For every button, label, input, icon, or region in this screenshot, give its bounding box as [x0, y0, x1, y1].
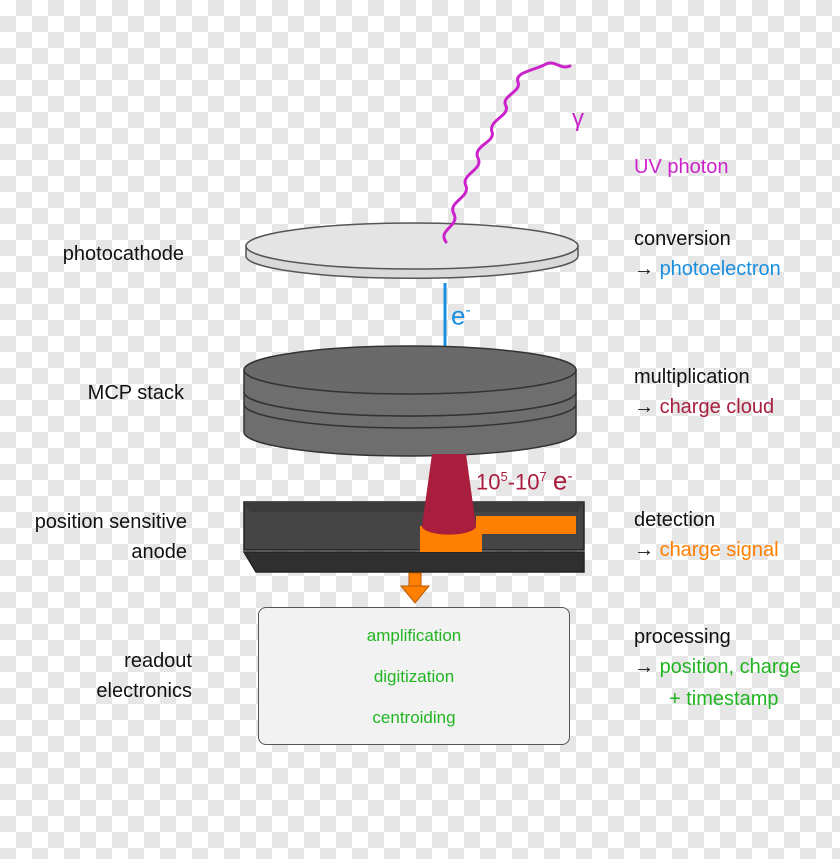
label-anode-line1: position sensitive: [34, 511, 187, 533]
label-processing-result-line2: + timestamp: [669, 688, 779, 710]
electron-symbol: e-: [451, 296, 471, 331]
label-conversion-result: → photoelectron: [634, 254, 781, 284]
arrow-icon: →: [634, 258, 654, 280]
mcp-stack: [243, 345, 577, 457]
step-amplification: amplification: [366, 626, 462, 645]
factor-unit-sup: -: [567, 468, 573, 485]
label-multiplication: multiplication: [634, 366, 750, 388]
factor-unit: e: [552, 465, 568, 496]
anode-slab: [242, 501, 585, 573]
label-processing-result-line1: → position, charge: [634, 652, 801, 682]
photocathode-disc: [245, 222, 579, 280]
label-multiplication-result: → charge cloud: [634, 392, 774, 422]
label-readout-line2: electronics: [96, 680, 192, 702]
label-processing: processing: [634, 626, 731, 648]
arrow-icon: →: [634, 539, 654, 561]
factor-exp2: 7: [539, 469, 547, 484]
arrow-icon: →: [634, 396, 654, 418]
label-photocathode: photocathode: [62, 243, 184, 265]
photon-wave: [442, 61, 572, 244]
detection-result-text: charge signal: [659, 539, 779, 561]
electron-symbol-sup: -: [465, 302, 471, 319]
readout-electronics-box: amplification digitization centroiding: [258, 607, 570, 745]
conversion-result-text: photoelectron: [659, 258, 781, 280]
charge-cloud-cone: [422, 454, 476, 535]
label-readout-line1: readout: [124, 650, 192, 672]
electron-symbol-base: e: [451, 300, 466, 331]
step-centroiding: centroiding: [372, 708, 456, 727]
label-anode-line2: anode: [131, 541, 187, 563]
arrow-icon: →: [634, 656, 654, 678]
factor-exp1: 5: [500, 469, 508, 484]
gamma-symbol: γ: [572, 105, 584, 132]
label-conversion: conversion: [634, 228, 731, 250]
processing-result-text: position, charge: [659, 656, 801, 678]
factor-base: 10: [476, 469, 501, 495]
multiplication-result-text: charge cloud: [659, 396, 775, 418]
label-detection-result: → charge signal: [634, 535, 779, 565]
label-mcp-stack: MCP stack: [87, 382, 184, 404]
step-digitization: digitization: [373, 667, 455, 686]
label-detection: detection: [634, 509, 716, 531]
label-uv-photon: UV photon: [634, 156, 729, 178]
factor-sep: -10: [507, 469, 540, 495]
signal-down-arrow: [399, 572, 431, 604]
multiplication-factor: 105-107 e-: [476, 462, 573, 497]
